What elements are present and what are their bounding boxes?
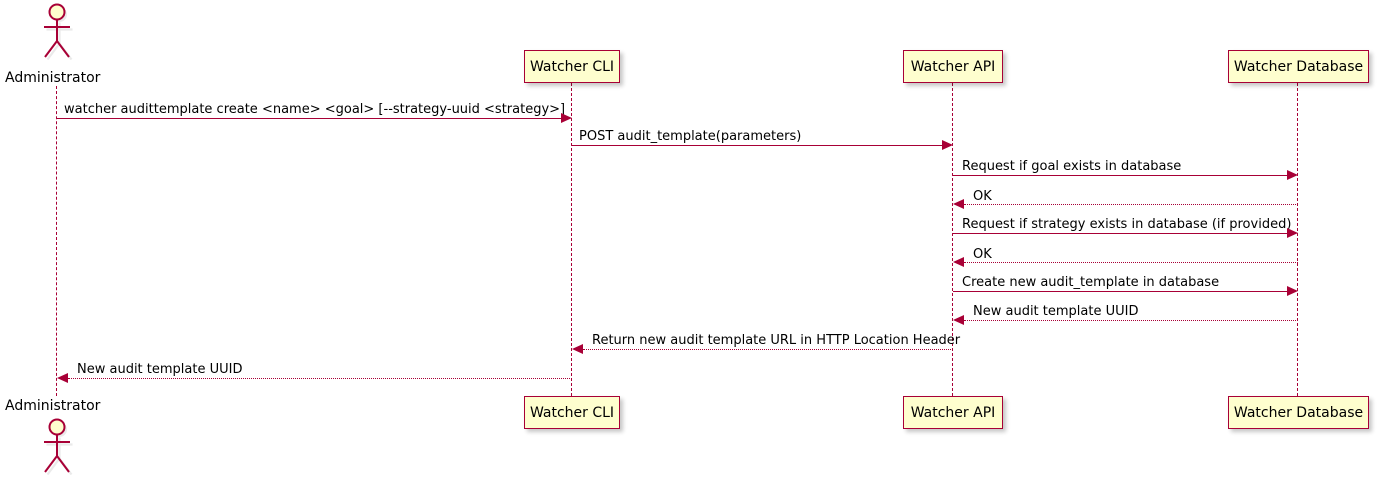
message-label-9: Return new audit template URL in HTTP Lo… [592, 333, 961, 348]
lifeline-watcher-api [952, 83, 953, 396]
participant-box-watcher-api-bottom[interactable]: Watcher API [903, 396, 1003, 429]
participant-label-watcher-cli-bottom: Watcher CLI [529, 404, 615, 421]
lifeline-administrator [56, 86, 57, 396]
message-label-2: POST audit_template(parameters) [579, 129, 802, 144]
message-line-9 [583, 349, 953, 350]
message-line-5 [953, 233, 1289, 234]
message-line-8 [964, 320, 1298, 321]
message-line-10 [68, 378, 572, 379]
message-arrowhead-7 [1287, 286, 1298, 296]
message-label-5: Request if strategy exists in database (… [962, 217, 1292, 232]
message-arrowhead-2 [942, 140, 953, 150]
message-label-4: OK [973, 189, 992, 204]
participant-box-watcher-api-top[interactable]: Watcher API [903, 50, 1003, 83]
message-arrowhead-1 [561, 113, 572, 123]
actor-administrator-bottom [37, 418, 77, 478]
participant-label-watcher-database-top: Watcher Database [1233, 58, 1364, 75]
message-line-4 [964, 204, 1298, 205]
message-arrowhead-5 [1287, 228, 1298, 238]
message-line-7 [953, 291, 1289, 292]
message-arrowhead-4 [953, 199, 964, 209]
message-arrowhead-6 [953, 257, 964, 267]
participant-label-watcher-api-top: Watcher API [910, 58, 996, 75]
participant-box-watcher-cli-top[interactable]: Watcher CLI [524, 50, 620, 83]
message-label-3: Request if goal exists in database [962, 159, 1182, 174]
participant-box-watcher-cli-bottom[interactable]: Watcher CLI [524, 396, 620, 429]
message-label-1: watcher audittemplate create <name> <goa… [64, 102, 566, 117]
message-arrowhead-9 [572, 344, 583, 354]
actor-label-administrator-top: Administrator [5, 70, 101, 86]
message-label-8: New audit template UUID [973, 304, 1139, 319]
message-label-10: New audit template UUID [77, 362, 243, 377]
participant-box-watcher-database-top[interactable]: Watcher Database [1228, 50, 1369, 83]
message-line-6 [964, 262, 1298, 263]
lifeline-watcher-cli [571, 83, 572, 396]
message-label-6: OK [973, 247, 992, 262]
message-arrowhead-8 [953, 315, 964, 325]
actor-administrator-top [37, 3, 77, 63]
participant-label-watcher-api-bottom: Watcher API [910, 404, 996, 421]
message-arrowhead-10 [57, 373, 68, 383]
participant-label-watcher-cli-top: Watcher CLI [529, 58, 615, 75]
actor-label-administrator-bottom: Administrator [5, 398, 101, 414]
message-label-7: Create new audit_template in database [962, 275, 1220, 290]
participant-label-watcher-database-bottom: Watcher Database [1233, 404, 1364, 421]
message-arrowhead-3 [1287, 170, 1298, 180]
participant-box-watcher-database-bottom[interactable]: Watcher Database [1228, 396, 1369, 429]
lifeline-watcher-database [1297, 83, 1298, 396]
message-line-1 [57, 118, 563, 119]
message-line-3 [953, 175, 1289, 176]
message-line-2 [572, 145, 944, 146]
